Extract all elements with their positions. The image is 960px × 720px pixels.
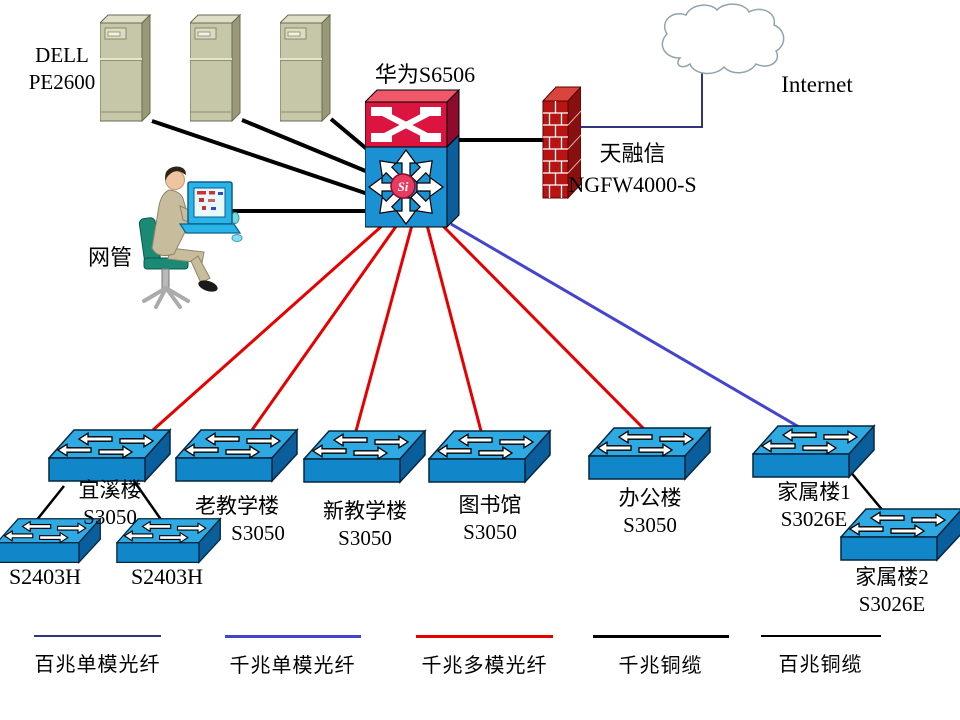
svg-text:Si: Si: [398, 179, 409, 194]
switch-label-s2403h-1: S2403H: [8, 564, 82, 589]
cloud-icon: [661, 3, 785, 75]
admin-computer: [178, 181, 243, 242]
server-icon: [190, 14, 241, 122]
link-core-laojiaoxuelou: [250, 224, 399, 431]
switch-icon: [303, 429, 427, 485]
node-server-3: [280, 14, 332, 122]
node-switch-jiashulou1: [752, 424, 876, 480]
switch-label-jiashulou2: 家属楼2 S3026E: [855, 565, 929, 616]
switch-label-bangonglou: 办公楼 S3050: [618, 486, 682, 537]
switch-label-jiashulou1: 家属楼1 S3026E: [777, 480, 851, 531]
firewall-icon: [541, 86, 581, 200]
internet-label: Internet: [781, 72, 853, 97]
node-switch-tushuguan: [428, 429, 552, 485]
link-server3-core: [329, 117, 370, 152]
node-core-switch: Si: [365, 89, 460, 229]
link-core-jiashulou1: [450, 222, 800, 429]
core-switch-label: 华为S6506: [374, 62, 476, 87]
switch-label-yixilou: 宜溪楼 S3050: [78, 478, 142, 529]
node-firewall: [541, 84, 581, 202]
node-admin: [136, 160, 248, 310]
switch-icon: [428, 429, 552, 485]
legend-label: 百兆铜缆: [778, 654, 863, 676]
core-switch-icon: Si: [365, 89, 460, 229]
legend-item-ge-copper: 千兆铜缆: [588, 635, 733, 678]
switch-label-tushuguan: 图书馆 S3050: [458, 493, 522, 544]
legend-line-ge-singlemode: [224, 635, 361, 638]
legend-item-fe-copper: 百兆铜缆: [748, 635, 893, 677]
admin-label: 网管: [87, 245, 132, 270]
legend-line-ge-copper: [592, 635, 729, 638]
server-icon: [280, 14, 331, 122]
legend-label: 千兆单模光纤: [229, 655, 356, 677]
link-core-tushuguan: [425, 224, 483, 432]
node-switch-xinjiaoxuelou: [303, 429, 427, 485]
brick-mortar-lines: [543, 101, 568, 198]
legend-line-fe-singlemode: [34, 635, 161, 637]
switch-label-xinjiaoxuelou: 新教学楼 S3050: [323, 499, 407, 550]
legend-label: 千兆多模光纤: [421, 655, 548, 677]
node-switch-laojiaoxuelou: [175, 428, 299, 484]
node-server-2: [190, 14, 242, 122]
switch-icon: [175, 428, 299, 484]
switch-icon: [48, 428, 172, 484]
crossbar-switch-glyph: [371, 107, 441, 142]
link-core-xinjiaoxuelou: [354, 224, 414, 432]
legend-item-fe-singlemode: 百兆单模光纤: [25, 635, 170, 677]
legend-item-ge-multimode: 千兆多模光纤: [412, 635, 557, 678]
switch-label-laojiaoxuelou: 老教学楼 S3050: [195, 494, 285, 545]
node-internet: [652, 2, 792, 82]
admin-workstation-icon: [138, 166, 243, 309]
node-switch-yixilou: [48, 428, 172, 484]
legend-item-ge-singlemode: 千兆单模光纤: [220, 635, 365, 678]
legend-line-fe-copper: [760, 635, 881, 637]
link-core-bangonglou: [440, 223, 646, 431]
server-group-label: DELL PE2600: [28, 43, 96, 94]
si-badge: [390, 173, 416, 199]
switch-label-s2403h-2: S2403H: [130, 564, 204, 589]
legend-label: 千兆铜缆: [618, 655, 703, 677]
legend-line-ge-multimode: [416, 635, 553, 638]
switch-icon: [588, 426, 712, 482]
legend-label: 百兆单模光纤: [34, 654, 161, 676]
multilayer-switch-glyph: Si: [368, 149, 444, 225]
firewall-label: 天融信 NGFW4000-S: [568, 141, 697, 197]
switch-icon: [752, 424, 876, 480]
node-switch-bangonglou: [588, 426, 712, 482]
link-server2-core: [241, 118, 369, 174]
